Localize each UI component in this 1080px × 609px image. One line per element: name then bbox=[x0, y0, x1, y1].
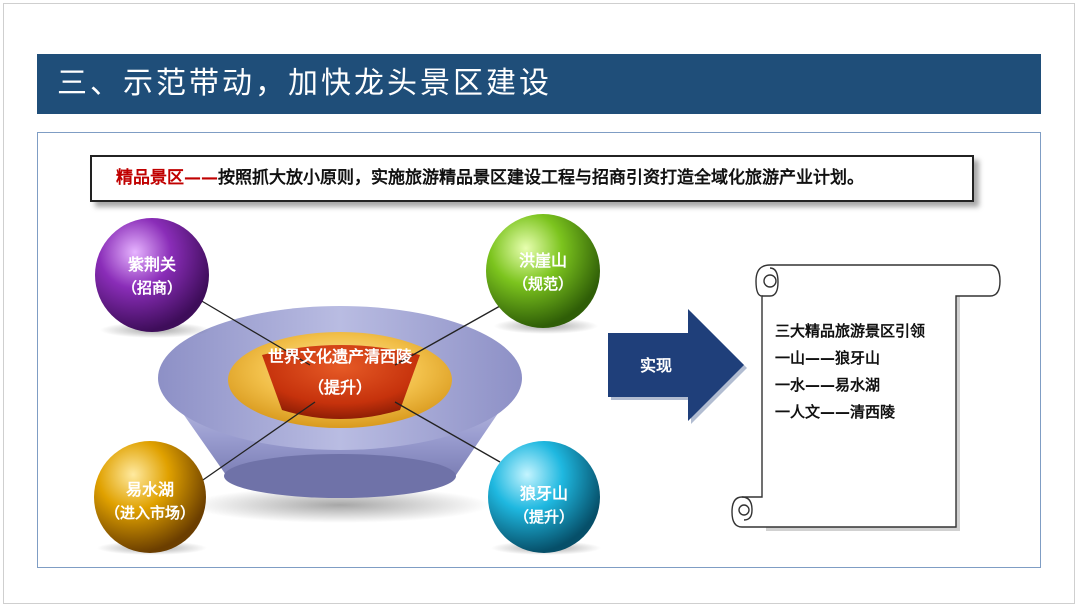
center-name: 世界文化遗产清西陵 bbox=[268, 347, 413, 366]
sphere-label: 紫荆关 bbox=[128, 255, 176, 274]
sphere-status: （进入市场） bbox=[105, 504, 195, 522]
sphere-langyashan: 狼牙山 （提升） bbox=[488, 441, 601, 555]
sphere-yishuihu: 易水湖 （进入市场） bbox=[94, 441, 207, 555]
center-status: （提升） bbox=[308, 378, 372, 397]
banner-text: 按照抓大放小原则，实施旅游精品景区建设工程与招商引资打造全域化旅游产业计划。 bbox=[218, 168, 864, 188]
page-title: 三、示范带动，加快龙头景区建设 bbox=[57, 66, 552, 101]
slide-frame bbox=[3, 3, 1075, 604]
sphere-hongyashan: 洪崖山 （规范） bbox=[486, 214, 600, 334]
sphere-status: （提升） bbox=[514, 508, 574, 526]
title-bar: 三、示范带动，加快龙头景区建设 bbox=[37, 54, 1041, 114]
scroll-list: 三大精品旅游景区引领 一山——狼牙山 一水——易水湖 一人文——清西陵 bbox=[775, 318, 945, 426]
sphere-zijingguan: 紫荆关 （招商） bbox=[95, 218, 210, 338]
sphere-status: （招商） bbox=[122, 279, 182, 297]
scroll-heading: 三大精品旅游景区引领 bbox=[775, 322, 926, 340]
list-item: 一水——易水湖 bbox=[775, 376, 881, 394]
sphere-label: 洪崖山 bbox=[519, 251, 567, 270]
summary-banner: 精品景区——按照抓大放小原则，实施旅游精品景区建设工程与招商引资打造全域化旅游产… bbox=[90, 155, 974, 202]
list-item: 一人文——清西陵 bbox=[775, 403, 896, 421]
scroll-graphic bbox=[731, 264, 1001, 531]
arrow-label: 实现 bbox=[640, 356, 672, 375]
sphere-label: 狼牙山 bbox=[520, 484, 568, 503]
banner-highlight: 精品景区—— bbox=[116, 168, 218, 188]
connector-lines bbox=[199, 299, 501, 483]
implement-arrow: 实现 bbox=[608, 309, 747, 424]
bowl-graphic bbox=[158, 306, 522, 523]
sphere-label: 易水湖 bbox=[126, 480, 174, 499]
sphere-status: （规范） bbox=[513, 275, 573, 293]
list-item: 一山——狼牙山 bbox=[775, 349, 881, 367]
